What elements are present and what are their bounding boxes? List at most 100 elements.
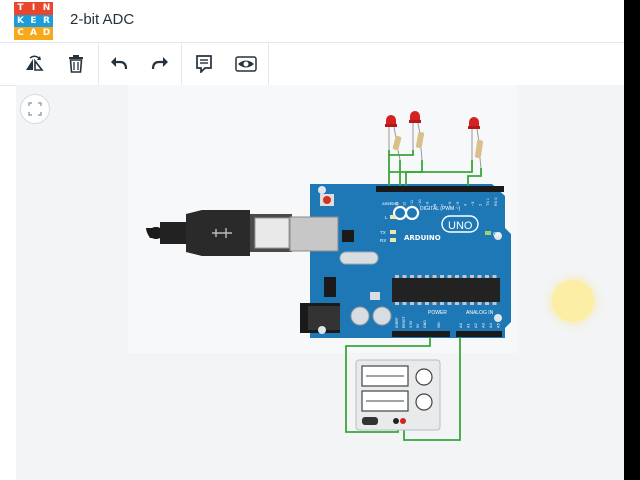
chip-pin	[477, 302, 482, 305]
vin-label: VIN	[437, 322, 441, 328]
digital-header[interactable]	[376, 186, 504, 192]
tx-led-label: TX	[380, 230, 386, 235]
chip-pin	[447, 302, 452, 305]
toolbar-divider	[268, 43, 269, 85]
digital-pin-label: ~11	[410, 200, 414, 206]
resistor-3[interactable]	[475, 139, 483, 169]
on-led-label: ON	[493, 232, 501, 238]
logo-letter: D	[40, 27, 53, 40]
logo-letter: A	[27, 27, 40, 40]
usb-cable[interactable]	[146, 210, 292, 256]
digital-pin-label: RX 0	[494, 198, 498, 206]
aref-label: AREF	[382, 201, 393, 206]
digital-pin-label: 4	[463, 204, 467, 206]
arduino-uno-board[interactable]: ARDUINO UNO ON L TX RX DIGITAL (PWM ~) A…	[289, 184, 511, 338]
rx-led	[390, 238, 396, 242]
chip-pin	[402, 302, 407, 305]
reset-label: RESET	[402, 315, 406, 328]
chip-pin	[432, 275, 437, 278]
digital-pins-label: DIGITAL (PWM ~)	[420, 206, 460, 212]
undo-button[interactable]	[106, 51, 132, 77]
chip-pin	[492, 275, 497, 278]
toolbar-divider	[181, 43, 182, 85]
delete-button[interactable]	[63, 51, 89, 77]
chip-pin	[492, 302, 497, 305]
chip-pin	[395, 275, 399, 278]
chip-pin	[425, 275, 429, 278]
chip-pin	[417, 302, 422, 305]
chip-pin	[440, 275, 444, 278]
led-2[interactable]	[409, 111, 421, 150]
digital-pin-label: 8	[433, 204, 437, 206]
analog-pin-label: A5	[496, 322, 501, 328]
resistor-1[interactable]	[392, 135, 402, 161]
led-1[interactable]	[385, 115, 397, 150]
digital-pin-label: ~5	[456, 202, 460, 206]
digital-pin-label: ~3	[471, 202, 475, 206]
touch-cursor-indicator	[552, 280, 594, 322]
analog-pin-label: A3	[481, 322, 486, 328]
chip-pin	[395, 302, 399, 305]
digital-pin-label: 2	[479, 204, 483, 206]
logo-letter: C	[14, 27, 27, 40]
fit-view-icon	[28, 102, 42, 116]
undo-icon	[111, 57, 128, 70]
logo-letter: N	[40, 2, 53, 15]
analog-pin-label: A1	[466, 322, 471, 328]
chip-pin	[410, 275, 414, 278]
trash-icon	[69, 55, 83, 73]
chip-pin	[462, 302, 467, 305]
digital-pin-label: ~9	[425, 202, 429, 206]
chip-pin	[402, 275, 407, 278]
chip-pin	[485, 275, 489, 278]
l-led	[390, 215, 396, 219]
logo-letter: R	[40, 14, 53, 27]
analog-pin-label: A4	[488, 322, 493, 328]
logo-letter: I	[27, 2, 40, 15]
chip-pin	[410, 302, 414, 305]
power-label: POWER	[428, 310, 447, 316]
redo-icon	[151, 57, 168, 70]
analog-header[interactable]	[456, 331, 502, 337]
dc-power-supply[interactable]	[355, 359, 441, 431]
chip-pin	[455, 275, 459, 278]
chip-pin	[432, 302, 437, 305]
digital-pin-label: 7	[441, 204, 445, 206]
chip-pin	[470, 275, 474, 278]
logo-letter: K	[14, 14, 27, 27]
digital-pin-label: 12	[403, 202, 407, 206]
rx-led-label: RX	[380, 238, 386, 243]
power-header[interactable]	[392, 331, 450, 337]
analog-pin-label: A0	[458, 322, 463, 328]
redo-button[interactable]	[147, 51, 173, 77]
atmega-chip-pins	[395, 275, 497, 305]
rotate-button[interactable]	[22, 51, 48, 77]
visibility-button[interactable]	[233, 51, 259, 77]
on-led	[485, 231, 491, 235]
circuit-canvas: ARDUINO UNO ON L TX RX DIGITAL (PWM ~) A…	[146, 111, 511, 441]
digital-pin-label: 13	[395, 202, 399, 206]
resistor-2[interactable]	[415, 131, 425, 161]
led-3[interactable]	[468, 117, 480, 160]
chip-pin	[425, 302, 429, 305]
fit-view-button[interactable]	[20, 94, 50, 124]
tx-led	[390, 230, 396, 234]
analog-pin-label: A2	[473, 322, 478, 328]
visibility-icon	[235, 56, 257, 72]
logo-letter: T	[14, 2, 27, 15]
design-title[interactable]: 2-bit ADC	[70, 11, 135, 28]
chip-pin	[470, 302, 474, 305]
v5-label: 5V	[416, 323, 420, 328]
gnd-power-label: GND	[423, 320, 427, 328]
gnd-label: GND	[390, 201, 399, 206]
chip-pin	[485, 302, 489, 305]
digital-pin-label: ~10	[418, 200, 422, 206]
chip-pin	[447, 275, 452, 278]
notes-button[interactable]	[191, 51, 217, 77]
chip-pin	[417, 275, 422, 278]
